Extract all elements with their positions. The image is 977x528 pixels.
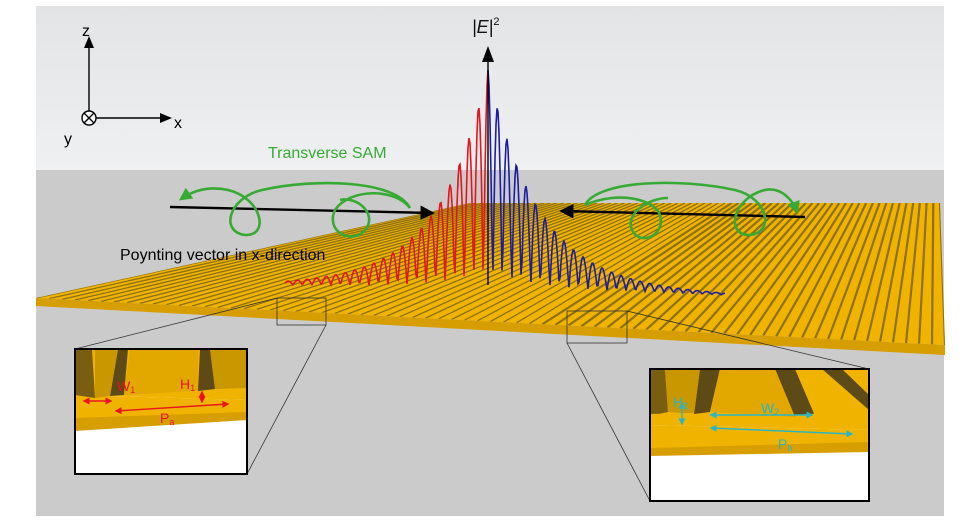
h1-label: H1 — [180, 376, 195, 393]
grating-groove — [827, 203, 881, 340]
inset-right: H2 W2 Pb — [649, 368, 870, 502]
grating-groove — [360, 203, 639, 316]
grating-groove — [386, 203, 652, 317]
field-wave-left — [284, 69, 489, 288]
grating-groove — [775, 203, 854, 337]
zoom-line — [246, 324, 327, 475]
zoom-line — [626, 310, 870, 370]
transverse-sam-label: Transverse SAM — [268, 145, 387, 162]
coordinate-axes — [81, 36, 172, 126]
grating-groove — [814, 203, 874, 339]
grating-groove — [671, 203, 800, 332]
grating-groove — [840, 203, 888, 340]
grating-groove — [710, 203, 820, 334]
grating-groove — [684, 203, 807, 333]
grating-groove — [788, 203, 861, 338]
grating-groove — [178, 203, 545, 307]
y-axis-label: y — [64, 131, 72, 148]
grating-groove — [723, 203, 827, 335]
grating-groove — [191, 203, 551, 307]
grating-groove — [580, 203, 753, 328]
grating-groove — [243, 203, 578, 310]
grating-groove — [256, 203, 585, 311]
zoom-line — [566, 342, 651, 502]
grating-groove — [464, 203, 692, 321]
grating-groove — [658, 203, 794, 332]
grating-groove — [593, 203, 760, 328]
grating-groove — [139, 203, 524, 305]
sam-spiral-left — [178, 181, 412, 237]
grating-groove — [878, 203, 908, 342]
grating-groove — [554, 203, 740, 326]
grating-groove — [490, 203, 706, 323]
field-intensity-label: |E|2 — [472, 16, 499, 37]
grating-groove — [891, 203, 915, 343]
grating-groove — [399, 203, 659, 318]
grating-groove — [632, 203, 780, 330]
grating-groove — [334, 203, 625, 315]
grating-groove — [904, 203, 921, 344]
poynting-arrow-left — [169, 205, 435, 220]
zoom-region-right — [566, 310, 628, 344]
x-axis-label: x — [174, 115, 182, 132]
grating-groove — [347, 203, 632, 315]
sam-spiral-right — [583, 181, 800, 237]
grating-groove — [61, 203, 484, 300]
grating-groove — [295, 203, 605, 313]
grating-groove — [373, 203, 645, 317]
grating-groove — [321, 203, 618, 314]
grating-groove — [516, 203, 719, 324]
field-axis-arrowhead — [482, 46, 494, 62]
grating-groove — [917, 203, 928, 344]
grating-groove — [529, 203, 726, 325]
grating-groove — [48, 203, 477, 300]
sam-spiral-left-loop — [331, 191, 412, 238]
grating-groove — [503, 203, 713, 323]
grating-groove — [762, 203, 847, 337]
h2-label: H2 — [673, 394, 688, 411]
grating-groove — [645, 203, 787, 331]
grating-groove — [736, 203, 834, 335]
grating-groove — [619, 203, 773, 330]
grating-groove — [606, 203, 767, 329]
z-axis-label: z — [82, 23, 90, 40]
grating-groove — [217, 203, 565, 309]
grating-groove — [308, 203, 612, 313]
grating-groove — [749, 203, 841, 336]
grating-groove — [866, 203, 901, 342]
grating-groove — [930, 203, 935, 345]
grating-groove — [853, 203, 895, 341]
grating-groove — [100, 203, 504, 302]
w1-label: W1 — [117, 378, 135, 395]
pa-label: Pa — [160, 410, 174, 427]
grating-groove — [567, 203, 746, 327]
grating-groove — [451, 203, 686, 321]
pb-label: Pb — [778, 436, 792, 453]
grating-groove — [204, 203, 558, 308]
field-wave-right — [487, 69, 726, 296]
grating-groove — [697, 203, 814, 333]
inset-left: W1 H1 Pa — [74, 348, 248, 475]
grating-groove — [801, 203, 868, 339]
grating-groove — [152, 203, 531, 305]
sam-spiral-right-loop — [584, 196, 669, 240]
zoom-line — [74, 297, 278, 350]
zoom-region-left — [276, 297, 327, 326]
w2-label: W2 — [761, 400, 779, 417]
poynting-label: Poynting vector in x-direction — [120, 247, 325, 264]
grating-groove — [113, 203, 511, 303]
grating-groove — [541, 203, 733, 326]
